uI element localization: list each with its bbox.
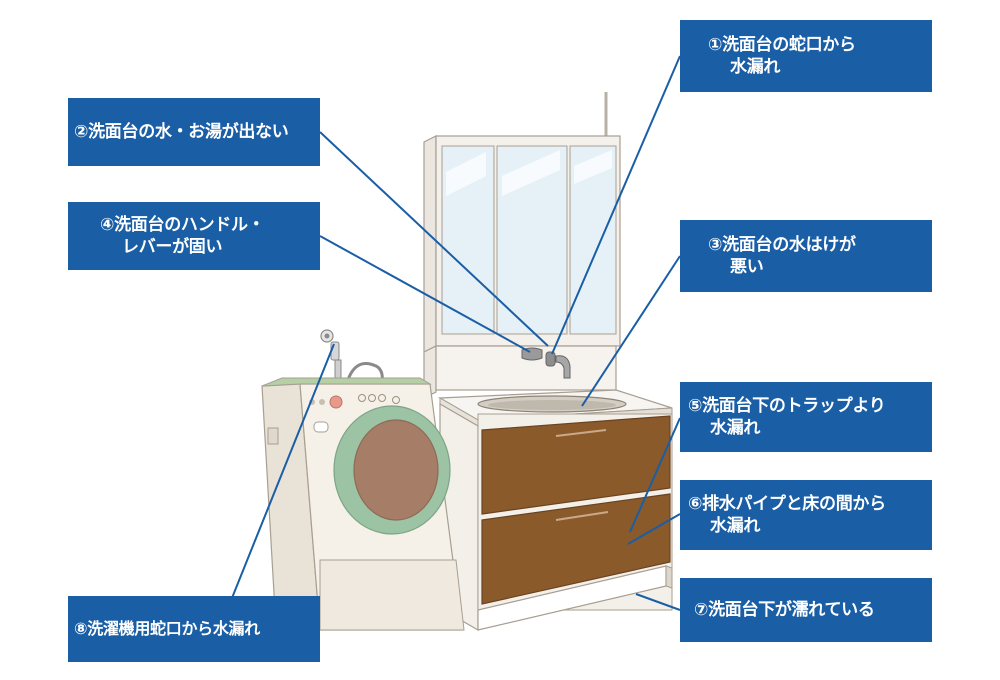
leader-line-4 (319, 235, 531, 353)
leader-lines (231, 55, 681, 611)
washing-machine (261, 362, 465, 631)
callout-5-line-1: ⑤洗面台下のトラップより (688, 396, 886, 416)
callout-3-line-2: 悪い (730, 257, 764, 277)
callout-trap-leak: ⑤洗面台下のトラップより 水漏れ (680, 382, 932, 452)
callout-poor-drainage: ③洗面台の水はけが 悪い (680, 220, 932, 292)
faucet (521, 347, 571, 379)
washer-hose (344, 362, 384, 387)
leader-line-8 (231, 343, 335, 599)
upper-drawer-handle (555, 429, 607, 437)
leader-line-1 (551, 55, 681, 355)
callout-3-line-1: ③洗面台の水はけが (708, 235, 856, 255)
callout-4-line-1: ④洗面台のハンドル・ (100, 215, 265, 235)
leader-line-2 (319, 131, 549, 347)
vanity-cabinet (439, 402, 673, 632)
leader-line-3 (581, 255, 681, 407)
backsplash (423, 345, 617, 399)
callout-6-line-1: ⑥排水パイプと床の間から (688, 494, 886, 514)
callout-7-line-1: ⑦洗面台下が濡れている (694, 600, 875, 620)
callout-2-line-1: ②洗面台の水・お湯が出ない (74, 122, 289, 142)
washer-base (319, 559, 465, 631)
callout-faucet-leak: ①洗面台の蛇口から 水漏れ (680, 20, 932, 92)
callout-1-line-2: 水漏れ (730, 57, 781, 77)
callout-4-line-2: レバーが固い (122, 237, 223, 257)
callout-1-line-1: ①洗面台の蛇口から (708, 35, 856, 55)
callout-5-line-2: 水漏れ (710, 418, 761, 438)
callout-6-line-2: 水漏れ (710, 516, 761, 536)
callout-stiff-handle: ④洗面台のハンドル・ レバーが固い (68, 202, 320, 270)
callout-drain-pipe-leak: ⑥排水パイプと床の間から 水漏れ (680, 480, 932, 550)
callout-8-line-1: ⑧洗濯機用蛇口から水漏れ (74, 619, 260, 638)
lower-drawer-handle (555, 511, 609, 521)
mirror-cabinet (423, 135, 621, 353)
callout-wet-under-vanity: ⑦洗面台下が濡れている (680, 578, 932, 642)
callout-no-water: ②洗面台の水・お湯が出ない (68, 98, 320, 166)
upper-drawer (481, 415, 671, 515)
leader-line-5 (629, 417, 681, 533)
leader-line-7 (635, 593, 681, 611)
callout-washer-faucet-leak: ⑧洗濯機用蛇口から水漏れ (68, 596, 320, 662)
washer-door-glass (353, 419, 439, 521)
washer-faucet (320, 329, 342, 379)
leader-line-6 (627, 513, 681, 545)
lower-drawer (481, 493, 671, 605)
